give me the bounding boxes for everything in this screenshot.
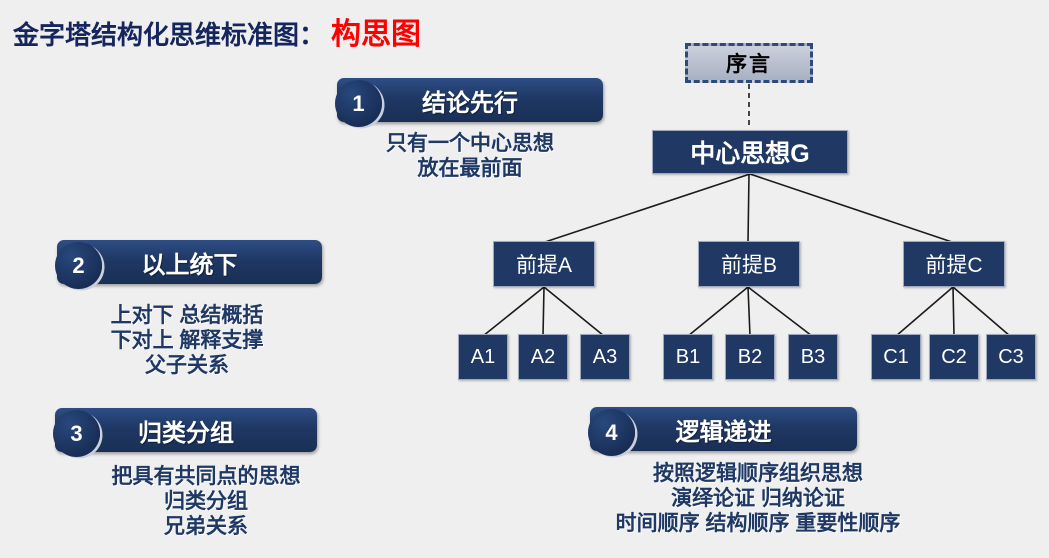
principle-1-description-line: 放在最前面 [417,157,523,180]
principle-4-description-line: 按照逻辑顺序组织思想 [653,462,863,485]
principle-2-description-line: 下对上 解释支撑 [110,329,264,352]
principle-3-description-line: 把具有共同点的思想 [111,465,301,488]
page-title-main: 金字塔结构化思维标准图： [13,20,326,50]
principle-3-banner: 3 归类分组 [53,408,317,457]
principle-1-banner: 1 结论先行 [335,78,603,127]
node-premise-c: 前提C [903,241,1005,287]
principle-3-number-badge: 3 [53,410,100,457]
principle-3-description: 把具有共同点的思想 归类分组 兄弟关系 [72,464,340,539]
principle-2-title: 以上统下 [141,251,238,279]
principle-1-number-badge: 1 [335,80,382,127]
node-leaf-a2: A2 [518,334,568,380]
node-central-idea: 中心思想G [652,130,848,174]
principle-2-description-line: 父子关系 [145,354,229,377]
node-leaf-b2: B2 [725,334,775,380]
node-leaf-c1: C1 [871,334,921,380]
node-leaf-a1: A1 [458,334,508,380]
node-leaf-a3: A3 [580,334,630,380]
principle-1-title: 结论先行 [422,89,518,117]
principle-4-description: 按照逻辑顺序组织思想 演绎论证 归纳论证 时间顺序 结构顺序 重要性顺序 [593,461,923,536]
principle-2-description: 上对下 总结概括 下对上 解释支撑 父子关系 [57,303,317,378]
principle-3-title: 归类分组 [138,419,234,447]
node-premise-a: 前提A [493,241,595,287]
principle-2-description-line: 上对下 总结概括 [110,304,264,327]
page-title-highlight: 构思图 [331,18,422,51]
principle-4-description-line: 演绎论证 归纳论证 [671,487,845,510]
principle-1-description: 只有一个中心思想 放在最前面 [350,131,590,181]
principle-3-description-line: 兄弟关系 [164,515,248,538]
node-leaf-c2: C2 [929,334,979,380]
principle-4-number-badge: 4 [588,409,635,456]
node-leaf-b3: B3 [788,334,838,380]
node-premise-b: 前提B [698,241,800,287]
principle-1-description-line: 只有一个中心思想 [386,132,554,155]
node-leaf-b1: B1 [663,334,713,380]
principle-2-number-badge: 2 [55,242,102,289]
principle-4-title: 逻辑递进 [675,418,772,446]
principle-2-banner: 2 以上统下 [55,240,322,289]
page-title: 金字塔结构化思维标准图：构思图 [13,9,421,53]
node-preface: 序言 [685,43,813,83]
node-leaf-c3: C3 [986,334,1036,380]
principle-3-description-line: 归类分组 [164,490,248,513]
principle-4-description-line: 时间顺序 结构顺序 重要性顺序 [615,512,901,535]
principle-4-banner: 4 逻辑递进 [588,407,857,456]
